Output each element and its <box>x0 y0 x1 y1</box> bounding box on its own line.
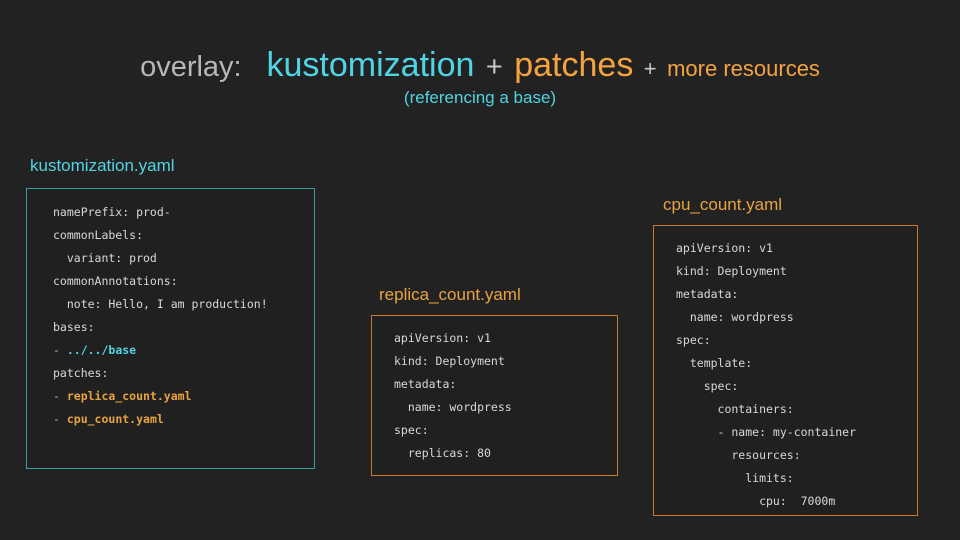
code-line: note: Hello, I am production! <box>53 297 268 311</box>
code-line: replicas: 80 <box>394 446 491 460</box>
code-line: cpu: 7000m <box>676 494 836 508</box>
code-line: patches: <box>53 366 109 380</box>
heading-term-patches: patches <box>514 46 634 84</box>
code-line: kind: Deployment <box>394 354 505 368</box>
code-list-dash: - <box>53 389 67 403</box>
code-line: apiVersion: v1 <box>394 331 491 345</box>
slide-heading: overlay: kustomization + patches + more … <box>0 46 960 84</box>
panel-label-replica-count: replica_count.yaml <box>379 285 521 304</box>
code-line: containers: <box>676 402 794 416</box>
heading-line: overlay: kustomization + patches + more … <box>0 46 960 84</box>
panel-label-kustomization: kustomization.yaml <box>30 156 175 175</box>
code-token-highlight: cpu_count.yaml <box>66 412 164 426</box>
code-line: variant: prod <box>53 251 157 265</box>
code-line: resources: <box>676 448 801 462</box>
heading-plus-second: + <box>643 56 657 81</box>
code-token-highlight: replica_count.yaml <box>66 389 192 403</box>
heading-plus-first: + <box>485 51 503 83</box>
code-line: name: wordpress <box>676 310 794 324</box>
code-line: commonLabels: <box>53 228 144 242</box>
code-line: apiVersion: v1 <box>676 241 773 255</box>
heading-subtitle: (referencing a base) <box>403 88 557 107</box>
code-block-kustomization: namePrefix: prod-commonLabels: variant: … <box>53 201 268 431</box>
code-line: - ../../base <box>53 339 268 362</box>
heading-term-kustomization: kustomization <box>266 46 475 84</box>
code-line: limits: <box>676 471 794 485</box>
code-line: spec: <box>676 333 711 347</box>
code-line: kind: Deployment <box>676 264 787 278</box>
heading-term-more-resources: more resources <box>667 56 820 81</box>
code-line: bases: <box>53 320 95 334</box>
code-line: - name: my-container <box>676 425 857 439</box>
code-token-highlight: ../../base <box>66 343 137 357</box>
code-line: namePrefix: prod- <box>53 205 171 219</box>
code-line: metadata: <box>676 287 739 301</box>
code-list-dash: - <box>53 412 67 426</box>
code-line: - replica_count.yaml <box>53 385 268 408</box>
code-line: template: <box>676 356 753 370</box>
code-line: metadata: <box>394 377 457 391</box>
code-line: - cpu_count.yaml <box>53 408 268 431</box>
code-list-dash: - <box>53 343 67 357</box>
heading-overlay-label: overlay: <box>140 51 242 83</box>
code-line: spec: <box>394 423 429 437</box>
code-line: commonAnnotations: <box>53 274 178 288</box>
code-line: name: wordpress <box>394 400 512 414</box>
code-line: spec: <box>676 379 739 393</box>
panel-label-cpu-count: cpu_count.yaml <box>663 195 783 214</box>
code-panel-kustomization: namePrefix: prod-commonLabels: variant: … <box>26 188 315 469</box>
